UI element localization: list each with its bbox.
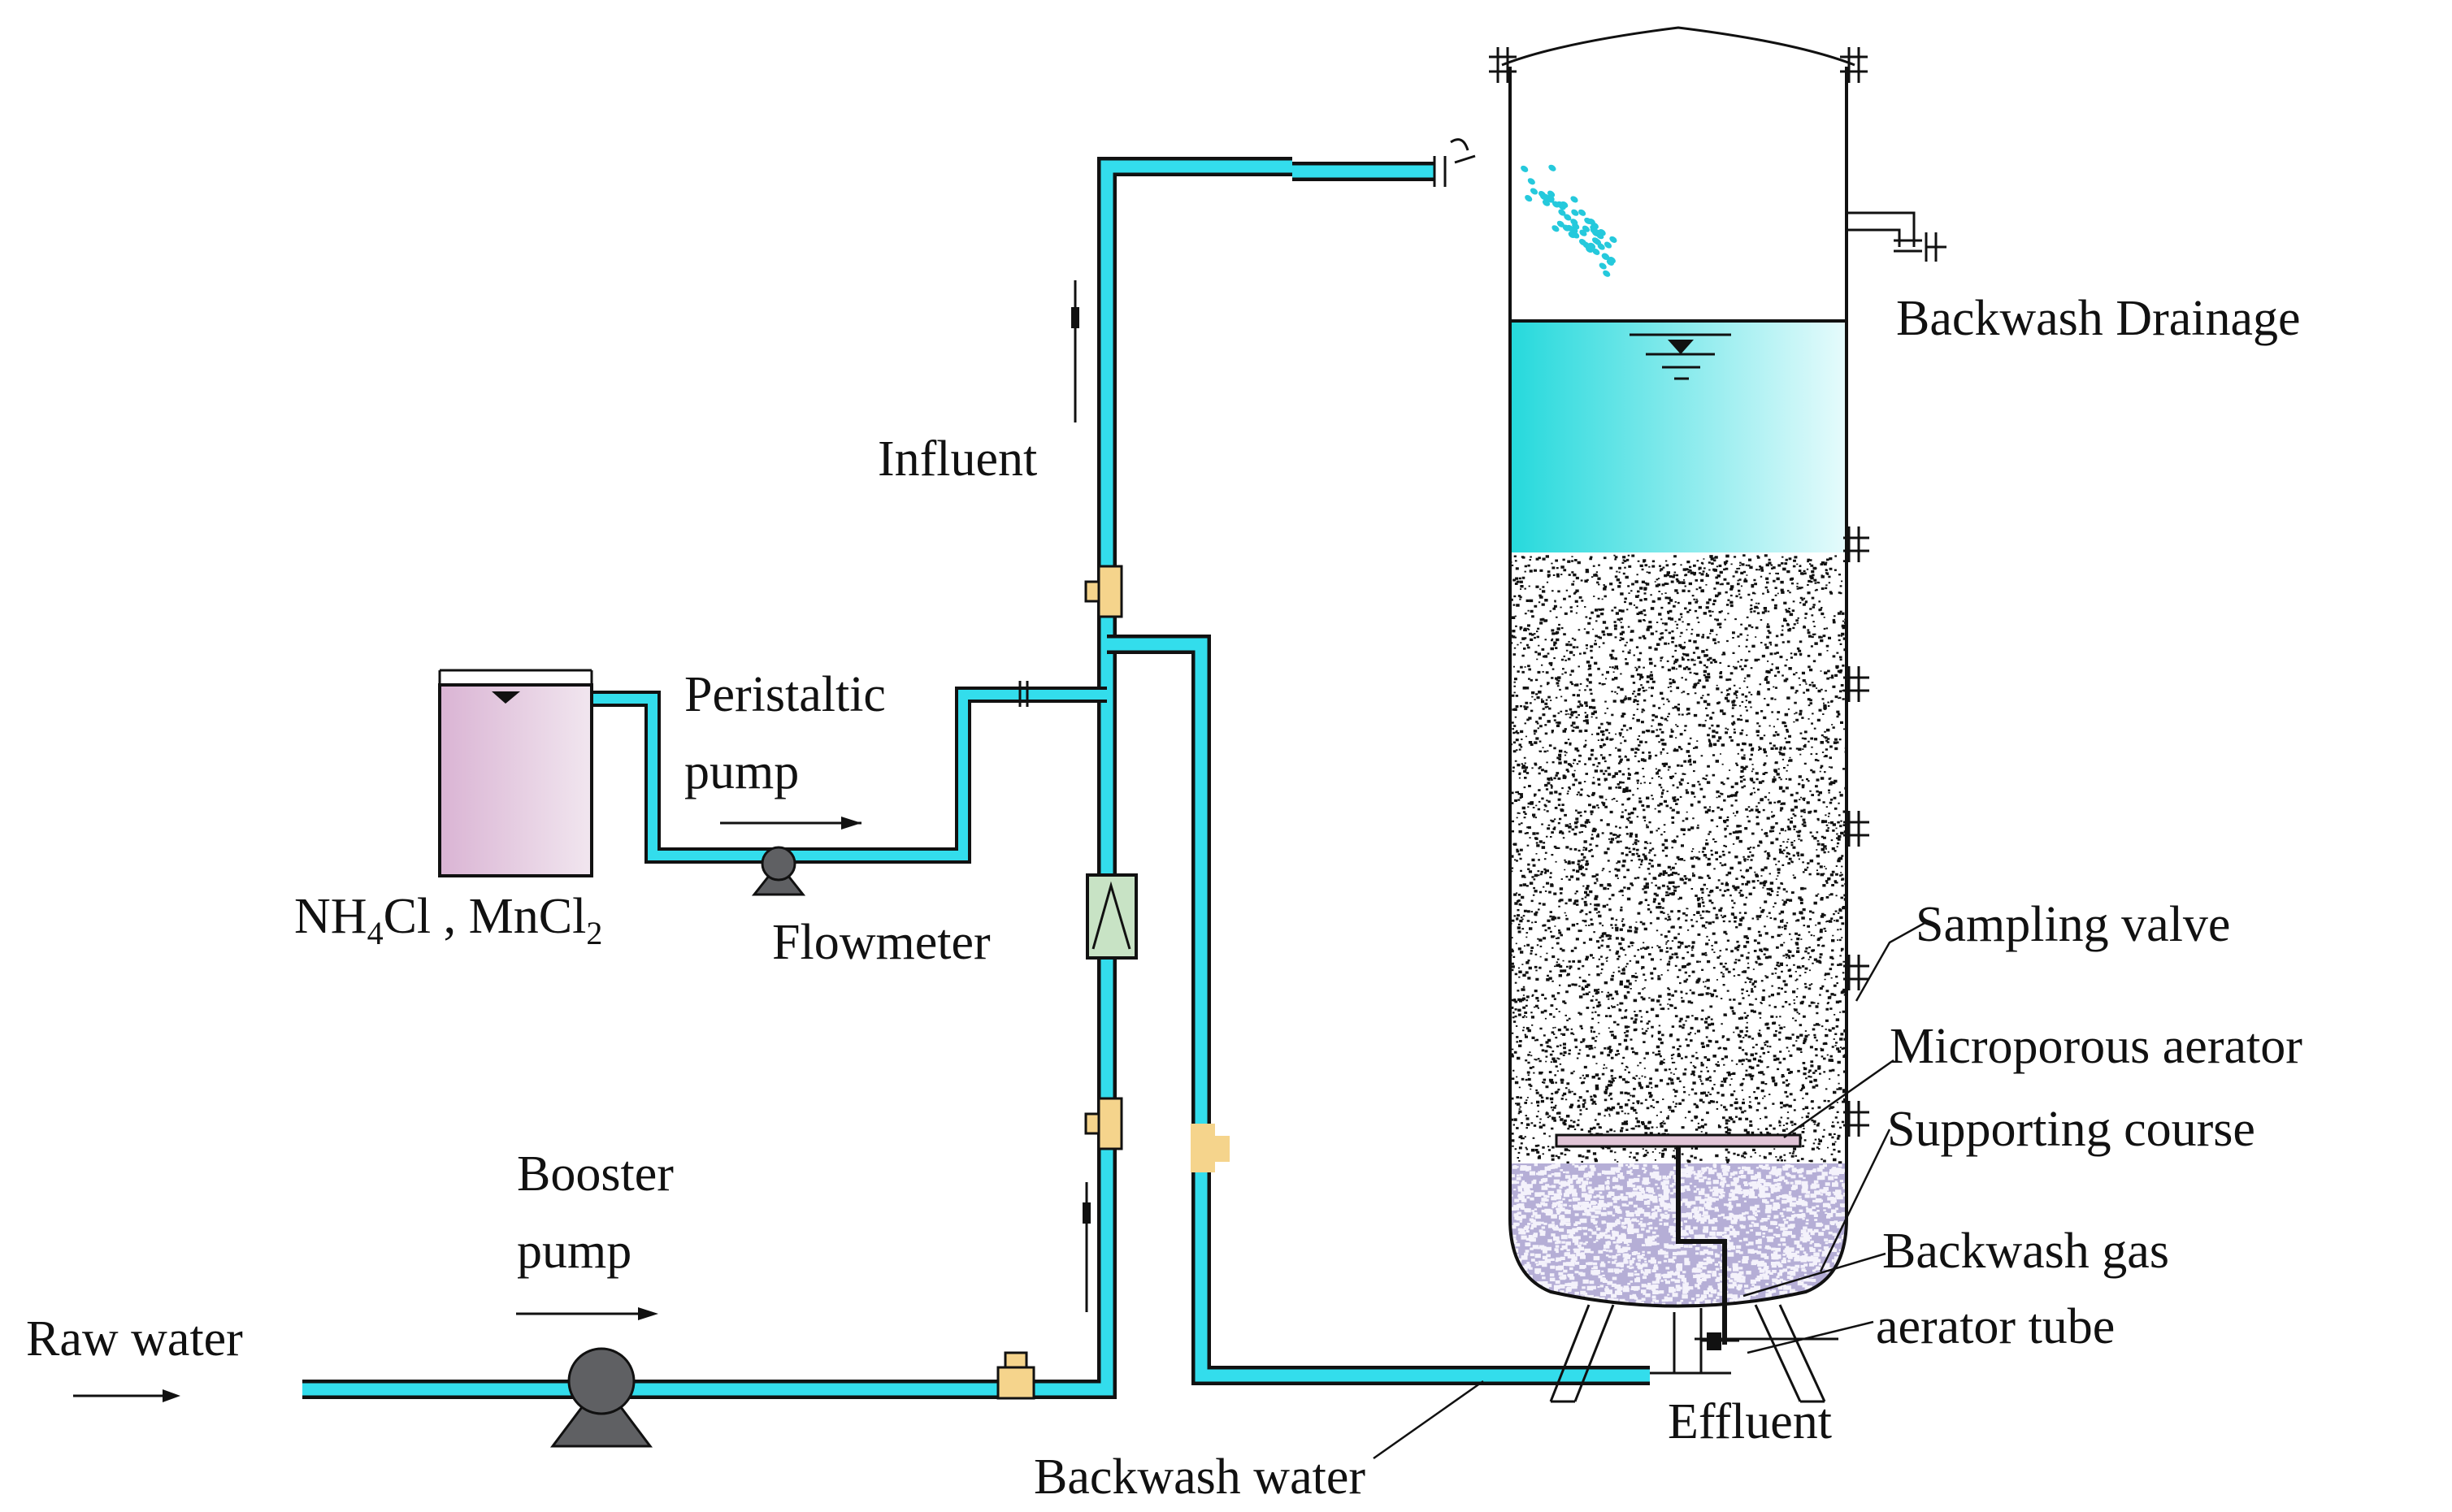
flow-arrow-icon (73, 817, 861, 1402)
label-supporting-course: Supporting course (1887, 1102, 2255, 1157)
label-booster-pump-line1: Booster (517, 1146, 674, 1202)
influent-spray (1521, 164, 1617, 277)
column-lid (1501, 26, 1855, 67)
water-level-icon (1630, 333, 1731, 380)
lid-flange-right (1840, 47, 1868, 83)
label-flowmeter: Flowmeter (772, 915, 991, 970)
pipe-probes (1018, 138, 1476, 1312)
label-chemicals: NH4Cl , MnCl2 (294, 889, 602, 951)
label-microporous-aerator: Microporous aerator (1890, 1019, 2302, 1074)
aerator-gas-tube (1676, 1146, 1727, 1345)
backwash-drainage-outlet (1847, 211, 1946, 262)
booster-pump-icon (550, 1347, 653, 1448)
label-effluent: Effluent (1668, 1394, 1832, 1449)
filter-column (1489, 26, 1868, 1403)
pipe-valves (996, 565, 1230, 1400)
microporous-aerator-plate (1555, 1133, 1802, 1148)
label-booster-pump-line2: pump (517, 1224, 631, 1279)
peristaltic-pump-icon (751, 846, 806, 896)
label-peristaltic-pump-line2: pump (684, 744, 799, 799)
lid-flange-left (1489, 47, 1517, 83)
influent-nozzle (1433, 138, 1476, 187)
label-influent: Influent (878, 431, 1037, 487)
influent-pipe (1100, 160, 1292, 622)
column-leg-left (1549, 1304, 1615, 1403)
backwash-water-pipe (1107, 638, 1650, 1382)
chemical-feed-pipe (592, 690, 1107, 860)
influent-pipe-outline (1097, 157, 1292, 622)
label-leader-lines (1373, 921, 1927, 1460)
diagram-labels: Raw water Booster pump NH4Cl , MnCl2 Per… (26, 291, 2302, 1505)
water-zone (1510, 321, 1847, 552)
label-backwash-gas-line2: aerator tube (1876, 1299, 2115, 1354)
column-leg-right (1754, 1304, 1826, 1403)
raw-water-pipe (302, 622, 1113, 1396)
effluent-fitting (1650, 1308, 1739, 1375)
flowmeter-icon (1086, 873, 1138, 960)
label-backwash-gas-line1: Backwash gas (1882, 1224, 2169, 1279)
chemical-tank (438, 669, 593, 877)
label-backwash-drainage: Backwash Drainage (1896, 291, 2301, 346)
sampling-valves (1843, 526, 1869, 1137)
filter-media-particles (1510, 554, 1847, 1163)
raw-water-pipe-outline (302, 622, 1117, 1399)
label-peristaltic-pump-line1: Peristaltic (684, 667, 886, 722)
label-raw-water: Raw water (26, 1311, 243, 1367)
label-backwash-water: Backwash water (1034, 1449, 1365, 1505)
label-sampling-valve: Sampling valve (1916, 897, 2230, 952)
